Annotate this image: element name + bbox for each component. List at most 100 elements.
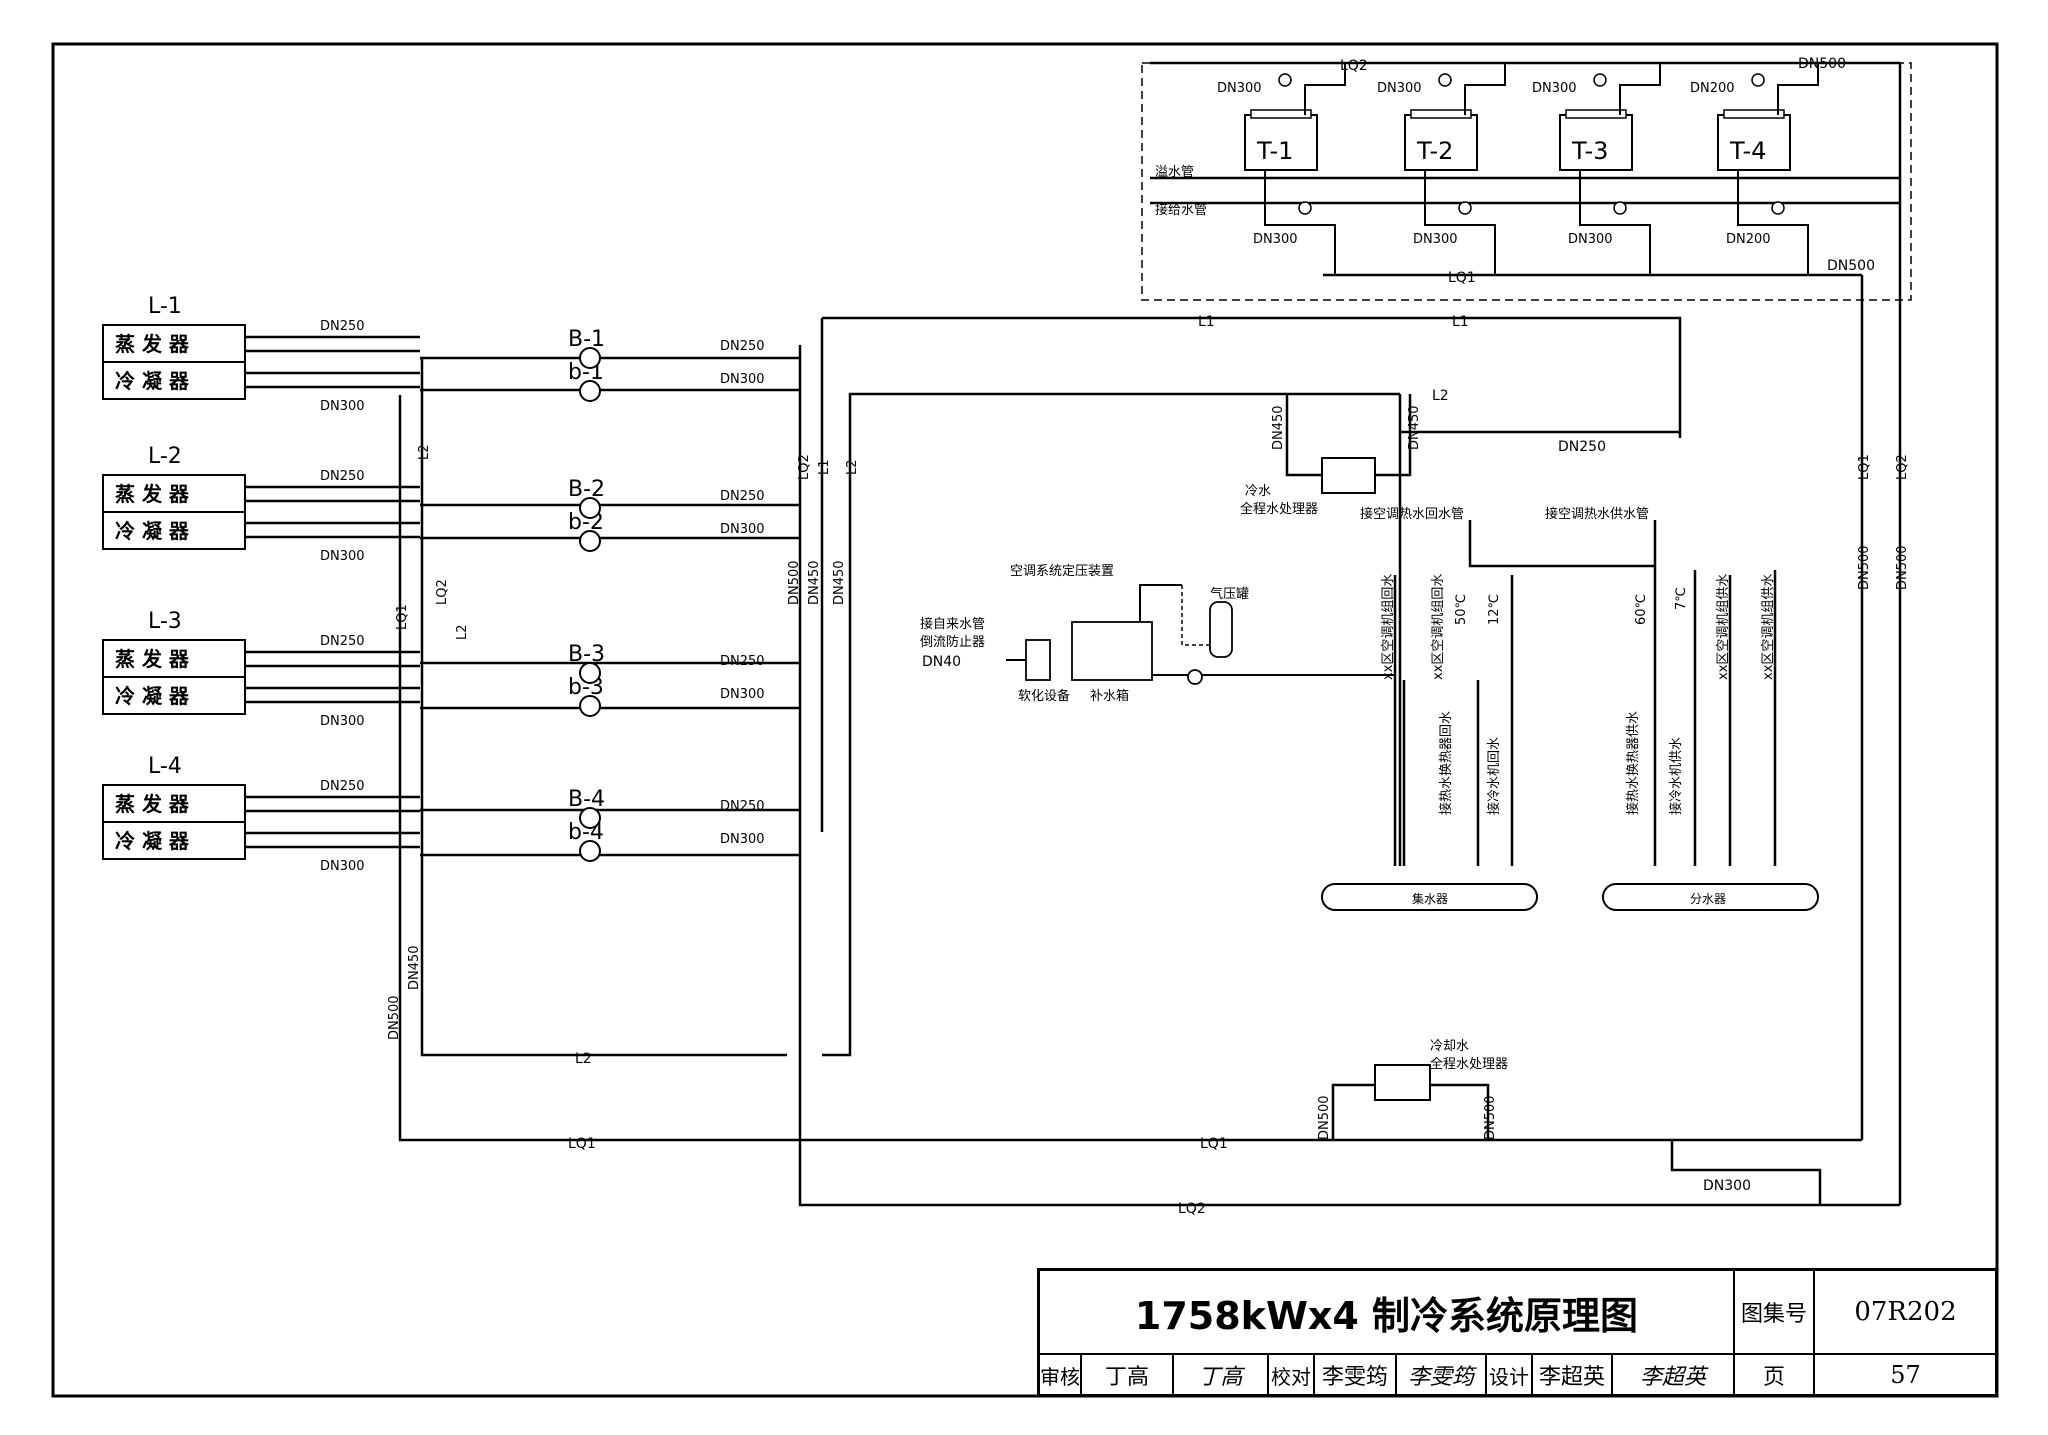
pressure-tank: [1209, 601, 1233, 658]
label-t50: 50℃: [1454, 594, 1469, 625]
tower-inlet-pipe: [1619, 63, 1661, 115]
label-s3: xx区空调机组供水: [1716, 574, 1731, 680]
label-t7: 7℃: [1674, 587, 1689, 610]
pipe-L1: [822, 316, 1682, 438]
chw-pump-dn: DN250: [720, 339, 765, 354]
cooling-water-treatment-unit: [1374, 1064, 1431, 1101]
valve-icon: [1458, 201, 1472, 215]
cooling-tower-fan: [1410, 109, 1472, 119]
valve-icon: [1278, 73, 1292, 87]
cw-pump-icon: [579, 380, 601, 402]
label-tap-water-2: 倒流防止器: [920, 634, 985, 650]
condenser: [102, 511, 246, 550]
cond-dn: DN300: [320, 399, 365, 414]
chw-pump-icon: [579, 497, 601, 519]
condenser: [102, 361, 246, 400]
cooling-tower-dn-top: DN300: [1217, 81, 1262, 96]
cooling-tower-fan: [1250, 109, 1312, 119]
label-dn500-top: DN500: [1798, 56, 1846, 72]
pipe-labels: L1 L1 L2 L2 LQ2 DN500 LQ1 DN500 LQ1 LQ1 …: [568, 56, 1875, 1217]
label-makeup-tank: 补水箱: [1090, 688, 1129, 704]
vertical-labels: LQ2 L1 L2 DN500 DN450 DN450 L2 LQ1 LQ2 L…: [387, 405, 1910, 1140]
label-cw-treat-1: 冷却水: [1430, 1039, 1469, 1054]
evaporator: [102, 639, 246, 678]
cw-pump-icon: [579, 530, 601, 552]
label-dn450-a: DN450: [1271, 405, 1286, 450]
piping: [398, 61, 1902, 1207]
label-dn500-c: DN500: [1317, 1095, 1332, 1140]
label-l1-v: L1: [817, 459, 832, 475]
label-pressurization: 空调系统定压装置: [1010, 564, 1114, 579]
tower-outlet-pipe: [1737, 170, 1809, 275]
cooling-tower-body: [1559, 114, 1633, 171]
cond-dn: DN300: [320, 714, 365, 729]
cw-pump-dn: DN300: [720, 687, 765, 702]
designer-signature: 李超英: [1612, 1354, 1734, 1396]
reviewer-name: 丁高: [1081, 1354, 1173, 1396]
label-dn250-top: DN250: [1558, 439, 1606, 455]
chw-pump-icon: [579, 347, 601, 369]
evap-dn: DN250: [320, 469, 365, 484]
label-lq2-v: LQ2: [797, 454, 812, 480]
label-l2-v3: L2: [455, 624, 470, 640]
label-lq1-bottom2: LQ1: [1200, 1136, 1228, 1152]
label-dn450-b: DN450: [1407, 405, 1422, 450]
chilled-water-treatment-unit: [1321, 457, 1376, 494]
label-s2: 接冷水机供水: [1668, 737, 1684, 815]
valve-icon: [1298, 201, 1312, 215]
cooling-tower-fan: [1723, 109, 1785, 119]
label-l2: L2: [1432, 388, 1449, 404]
label-dn300-bypass: DN300: [1703, 1178, 1751, 1194]
label-l2-bottom: L2: [575, 1051, 592, 1067]
evaporator-label: 蒸 发 器: [115, 647, 190, 671]
tower-inlet-pipe: [1464, 63, 1506, 115]
design-label: 设计: [1486, 1354, 1532, 1396]
label-l2-v2: L2: [417, 444, 432, 460]
cooling-tower-name: T-3: [1571, 137, 1608, 165]
label-lq1-bottom: LQ1: [568, 1136, 596, 1152]
condenser: [102, 676, 246, 715]
chw-pump-dn: DN250: [720, 489, 765, 504]
page-label: 页: [1734, 1354, 1814, 1396]
valve-icon: [1593, 73, 1607, 87]
pipe-LQ2: [798, 345, 1900, 1207]
label-overflow: 溢水管: [1155, 165, 1194, 180]
cooling-tower-area: [1141, 62, 1912, 301]
page-number: 57: [1814, 1354, 1997, 1396]
label-dn500-tower: DN500: [1827, 258, 1875, 274]
label-s4: xx区空调机组供水: [1761, 574, 1776, 680]
label-t60: 60℃: [1634, 594, 1649, 625]
label-collector: 集水器: [1412, 891, 1448, 906]
label-dn500-v3: DN500: [1857, 545, 1872, 590]
chiller-name: L-4: [148, 754, 182, 779]
cooling-tower-fan: [1565, 109, 1627, 119]
label-r3: 接热水换热器回水: [1438, 711, 1454, 815]
label-lq1-v2: LQ1: [1857, 454, 1872, 480]
checker-signature: 李雯筠: [1396, 1354, 1486, 1396]
valve-icon: [1438, 73, 1452, 87]
evaporator-label: 蒸 发 器: [115, 482, 190, 506]
label-dn500-d: DN500: [1483, 1095, 1498, 1140]
valve-icon: [1771, 201, 1785, 215]
tower-outlet-pipe: [1424, 170, 1496, 275]
tower-outlet-pipe: [1264, 170, 1336, 275]
label-lq1-tower: LQ1: [1448, 270, 1476, 286]
chw-pump-dn: DN250: [720, 799, 765, 814]
label-lq1-v: LQ1: [395, 604, 410, 630]
cond-dn: DN300: [320, 859, 365, 874]
label-r1: xx区空调机组回水: [1381, 574, 1396, 680]
cooling-tower-name: T-2: [1416, 137, 1453, 165]
label-air-tank: 气压罐: [1210, 586, 1249, 602]
evap-dn: DN250: [320, 319, 365, 334]
title-block: 1758kWx4 制冷系统原理图 图集号 07R202 审核 丁高 丁高 校对 …: [1037, 1268, 1997, 1396]
tower-inlet-pipe: [1304, 63, 1346, 115]
cw-pump-dn: DN300: [720, 832, 765, 847]
chiller-name: L-1: [148, 294, 182, 319]
label-l1-b: L1: [1452, 314, 1469, 330]
cooling-tower-dn-top: DN200: [1690, 81, 1735, 96]
drawing-title: 1758kWx4 制冷系统原理图: [1039, 1270, 1734, 1354]
